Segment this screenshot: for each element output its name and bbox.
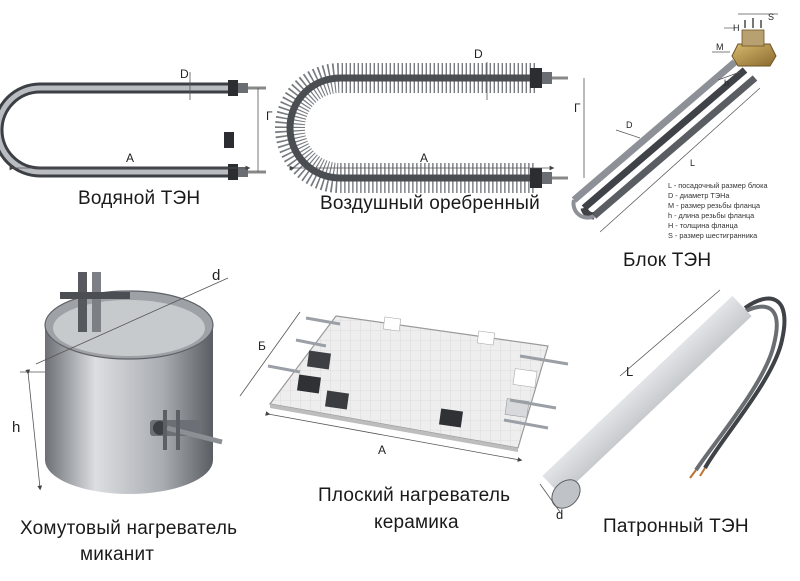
block-dim-hh-label: h (724, 78, 729, 88)
legend-line-d: D - диаметр ТЭНа (668, 191, 730, 200)
cartridge-dim-l-label: L (626, 364, 633, 379)
water-heater-illustration (0, 72, 266, 180)
clamp-heater-caption-line2: миканит (80, 544, 155, 565)
water-dim-d-label: D (180, 67, 189, 81)
flat-heater-caption-line2: керамика (374, 512, 459, 533)
block-dim-h-label: H (733, 23, 740, 33)
legend-line-h-flange: H - толщина фланца (668, 221, 738, 230)
clamp-dim-d-label: d (212, 267, 220, 284)
clamp-dim-h-label: h (12, 419, 20, 436)
air-dim-d-label: D (474, 47, 483, 61)
water-dim-a-label: А (126, 151, 134, 165)
legend-line-l: L - посадочный размер блока (668, 181, 768, 190)
block-dim-d-label: D (626, 120, 633, 130)
cartridge-heater-illustration (539, 289, 787, 513)
clamp-heater-illustration (20, 272, 229, 494)
flat-dim-a-label: А (378, 443, 386, 457)
cartridge-heater-caption: Патронный ТЭН (603, 516, 749, 537)
legend-line-m: M - размер резьбы фланца (668, 201, 761, 210)
water-dim-g-label: Г (266, 109, 273, 123)
block-dim-m-label: M (716, 42, 724, 52)
legend-line-h-thread: h - длина резьбы фланца (668, 211, 755, 220)
flat-heater-caption-line1: Плоский нагреватель (318, 485, 511, 506)
air-heater-caption: Воздушный оребренный (320, 193, 540, 214)
clamp-heater-caption-line1: Хомутовый нагреватель (20, 518, 238, 539)
block-dim-s-label: S (768, 12, 774, 22)
air-heater-illustration (275, 62, 585, 193)
legend-line-s: S - размер шестигранника (668, 231, 758, 240)
air-dim-a-label: А (420, 151, 428, 165)
water-heater-caption: Водяной ТЭН (78, 188, 201, 209)
flat-dim-b-label: Б (258, 339, 266, 353)
cartridge-dim-d-label: d (556, 507, 563, 522)
flat-heater-illustration (239, 311, 569, 462)
block-heater-caption: Блок ТЭН (623, 250, 712, 271)
block-heater-illustration (571, 13, 778, 233)
air-dim-g-label: Г (574, 101, 581, 115)
block-dim-l-label: L (690, 158, 695, 168)
